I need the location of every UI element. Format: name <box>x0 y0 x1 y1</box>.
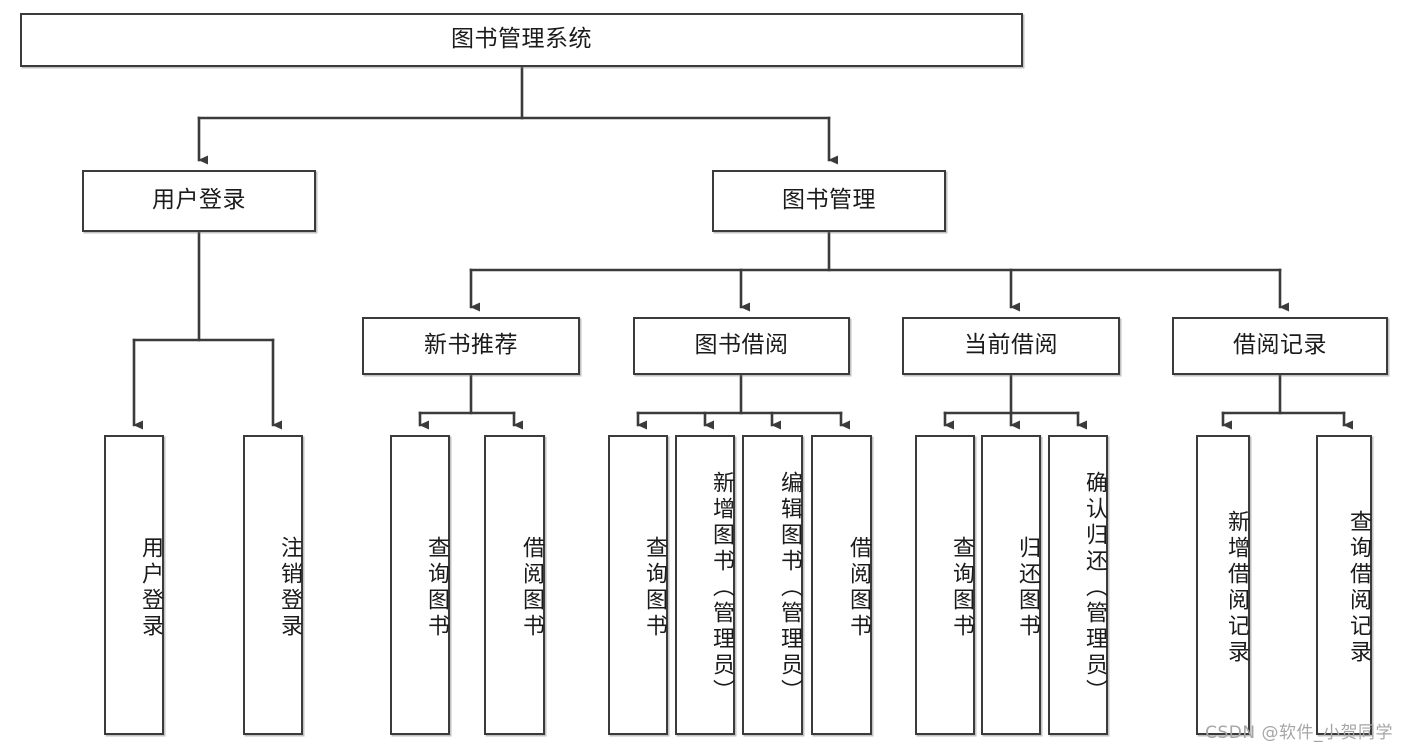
node-book-borrow-label: 图书借阅 <box>694 332 789 359</box>
node-leaf-borrow-book-1-label: 借阅图书 <box>519 536 544 640</box>
node-current-borrow-label: 当前借阅 <box>964 332 1058 359</box>
node-leaf-add-borrow-record[interactable]: 新增借阅记录 <box>1196 435 1250 735</box>
node-book-management[interactable]: 图书管理 <box>712 170 946 232</box>
node-leaf-confirm-return-admin[interactable]: 确认归还（管理员） <box>1048 435 1108 735</box>
node-leaf-add-book-admin-label: 新增图书（管理员） <box>709 471 734 705</box>
node-user-login[interactable]: 用户登录 <box>82 170 316 232</box>
node-book-borrow[interactable]: 图书借阅 <box>633 317 850 375</box>
node-leaf-return-book-label: 归还图书 <box>1015 536 1040 640</box>
node-root[interactable]: 图书管理系统 <box>20 13 1023 67</box>
node-current-borrow[interactable]: 当前借阅 <box>902 317 1120 375</box>
node-leaf-query-book-1[interactable]: 查询图书 <box>390 435 450 735</box>
node-leaf-query-book-2-label: 查询图书 <box>642 536 667 640</box>
node-new-book-recommend-label: 新书推荐 <box>424 332 518 359</box>
node-user-login-label: 用户登录 <box>152 187 246 214</box>
node-leaf-logout-login[interactable]: 注销登录 <box>243 435 303 735</box>
node-leaf-user-login[interactable]: 用户登录 <box>104 435 164 735</box>
node-leaf-query-borrow-record-label: 查询借阅记录 <box>1346 510 1371 666</box>
node-leaf-borrow-book-2-label: 借阅图书 <box>846 536 871 640</box>
node-leaf-query-book-2[interactable]: 查询图书 <box>608 435 668 735</box>
node-leaf-borrow-book-2[interactable]: 借阅图书 <box>811 435 872 735</box>
node-leaf-borrow-book-1[interactable]: 借阅图书 <box>484 435 545 735</box>
node-borrow-record[interactable]: 借阅记录 <box>1172 317 1388 375</box>
csdn-watermark: CSDN @软件_小贺同学 <box>1205 723 1393 743</box>
node-root-label: 图书管理系统 <box>451 26 592 53</box>
node-leaf-confirm-return-admin-label: 确认归还（管理员） <box>1082 471 1107 705</box>
node-leaf-return-book[interactable]: 归还图书 <box>981 435 1041 735</box>
node-book-management-label: 图书管理 <box>782 187 876 214</box>
node-leaf-add-borrow-record-label: 新增借阅记录 <box>1224 510 1249 666</box>
node-leaf-query-book-1-label: 查询图书 <box>424 536 449 640</box>
node-leaf-add-book-admin[interactable]: 新增图书（管理员） <box>675 435 735 735</box>
node-leaf-edit-book-admin[interactable]: 编辑图书（管理员） <box>742 435 803 735</box>
node-leaf-logout-login-label: 注销登录 <box>277 536 302 640</box>
node-leaf-edit-book-admin-label: 编辑图书（管理员） <box>777 471 802 705</box>
node-new-book-recommend[interactable]: 新书推荐 <box>362 317 580 375</box>
node-leaf-query-book-3[interactable]: 查询图书 <box>915 435 975 735</box>
node-leaf-query-book-3-label: 查询图书 <box>949 536 974 640</box>
node-leaf-user-login-label: 用户登录 <box>138 536 163 640</box>
node-leaf-query-borrow-record[interactable]: 查询借阅记录 <box>1316 435 1372 735</box>
node-borrow-record-label: 借阅记录 <box>1233 332 1327 359</box>
